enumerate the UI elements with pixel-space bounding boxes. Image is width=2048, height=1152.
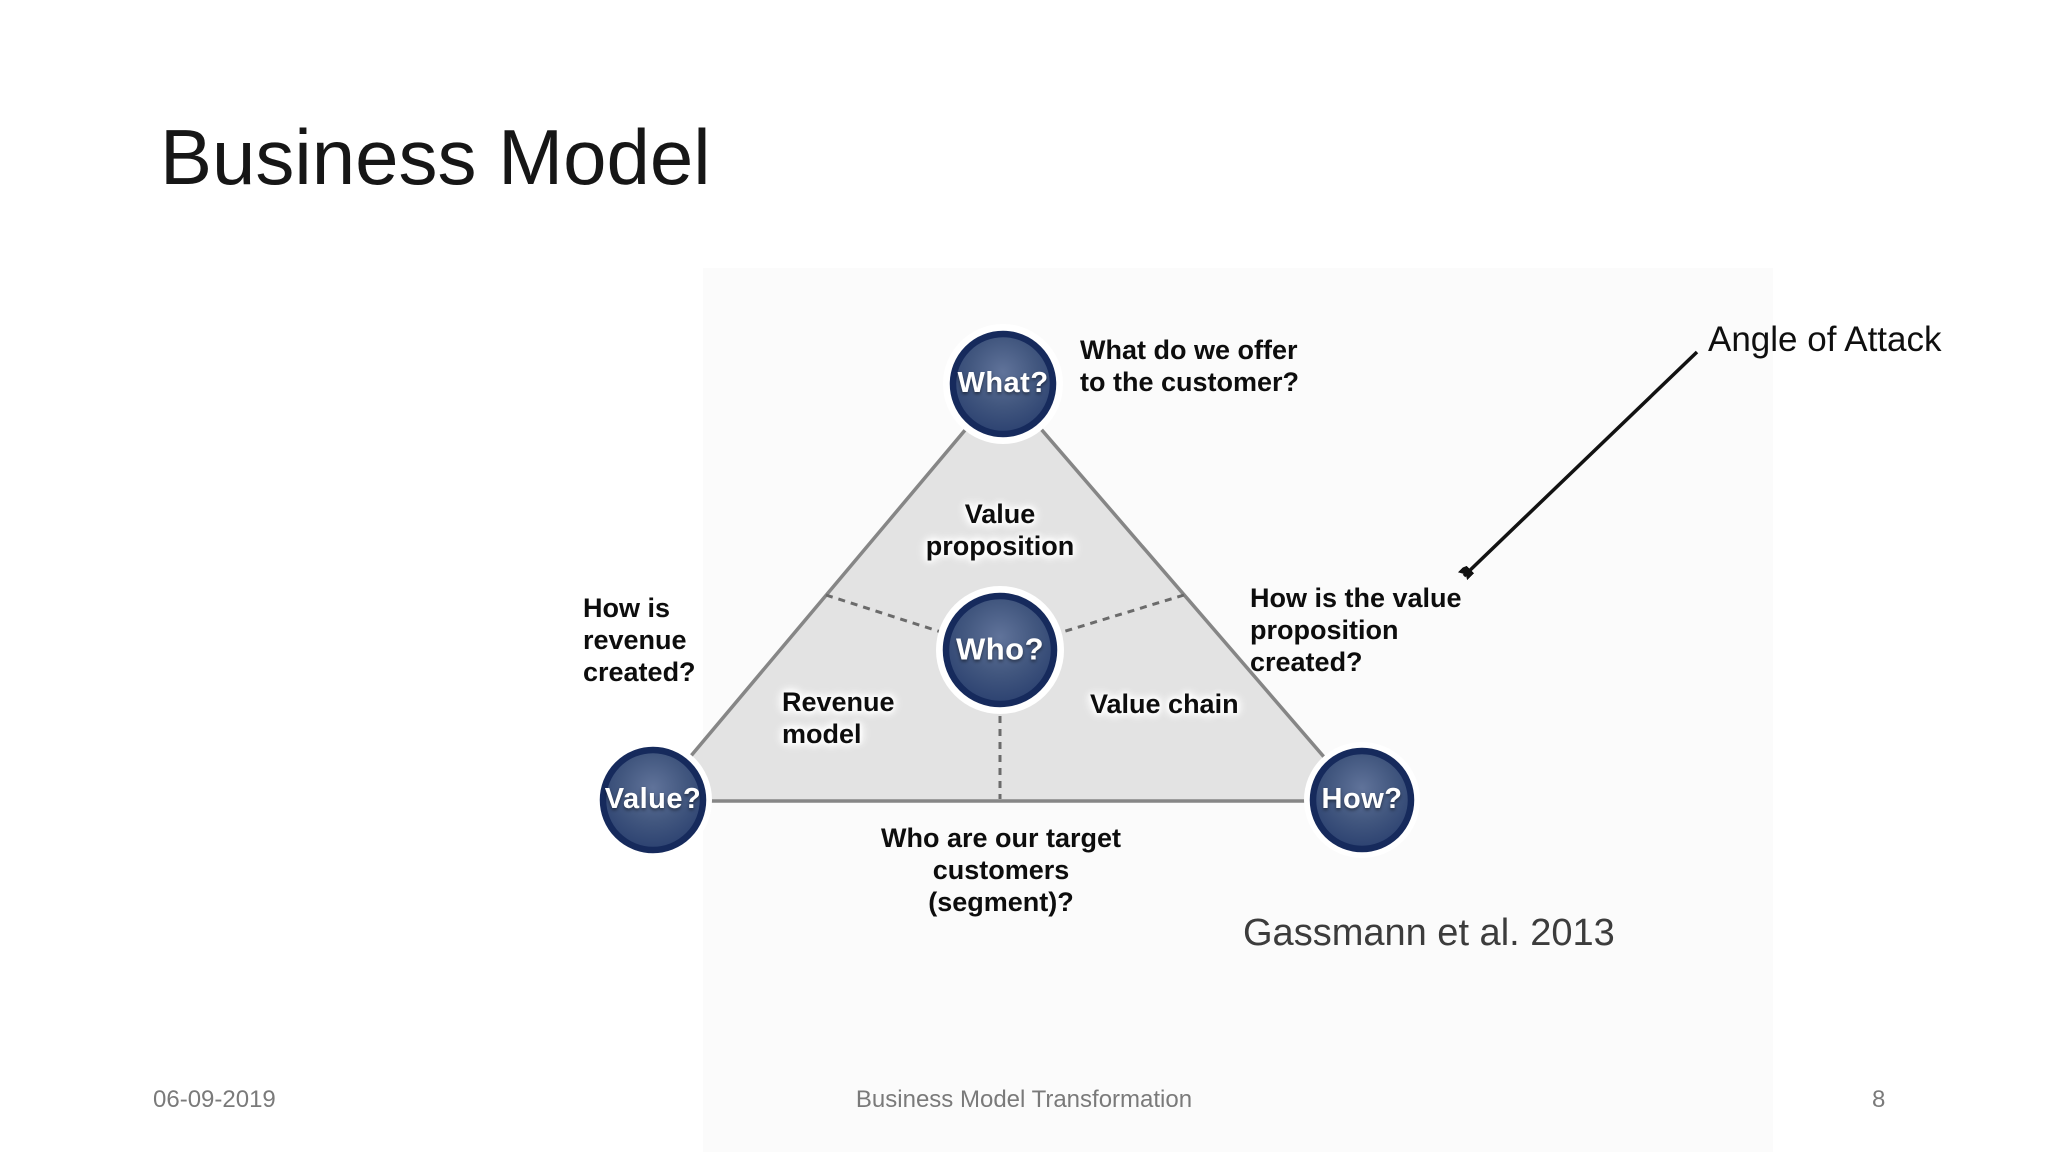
node-label-what: What? [957, 366, 1049, 399]
question-how: How is the value proposition created? [1250, 583, 1462, 677]
segment-label-value-proposition: Value proposition [925, 499, 1075, 561]
node-label-how: How? [1321, 782, 1403, 815]
question-value: How is revenue created? [583, 593, 696, 687]
footer-page-number: 8 [1872, 1086, 1886, 1113]
footer-title: Business Model Transformation [855, 1086, 1193, 1113]
question-who: Who are our target customers (segment)? [880, 823, 1122, 917]
segment-label-revenue-model: Revenue model [782, 687, 895, 749]
node-circle-what [949, 330, 1057, 438]
node-label-who: Who? [955, 631, 1045, 667]
node-label-value: Value? [604, 782, 702, 815]
question-what: What do we offer to the customer? [1080, 335, 1300, 397]
angle-of-attack-arrow [1464, 350, 1699, 576]
dashed-connector-left [825, 593, 1001, 653]
footer-date: 06-09-2019 [153, 1086, 276, 1113]
node-circles [599, 330, 1415, 854]
segment-label-value-chain: Value chain [1090, 689, 1239, 719]
node-circle-value [599, 746, 707, 854]
page-title: Business Model [160, 113, 711, 201]
node-circle-how [1309, 747, 1415, 853]
citation: Gassmann et al. 2013 [1243, 912, 1615, 954]
node-circle-who [942, 592, 1058, 708]
angle-of-attack-label: Angle of Attack [1708, 320, 1942, 359]
